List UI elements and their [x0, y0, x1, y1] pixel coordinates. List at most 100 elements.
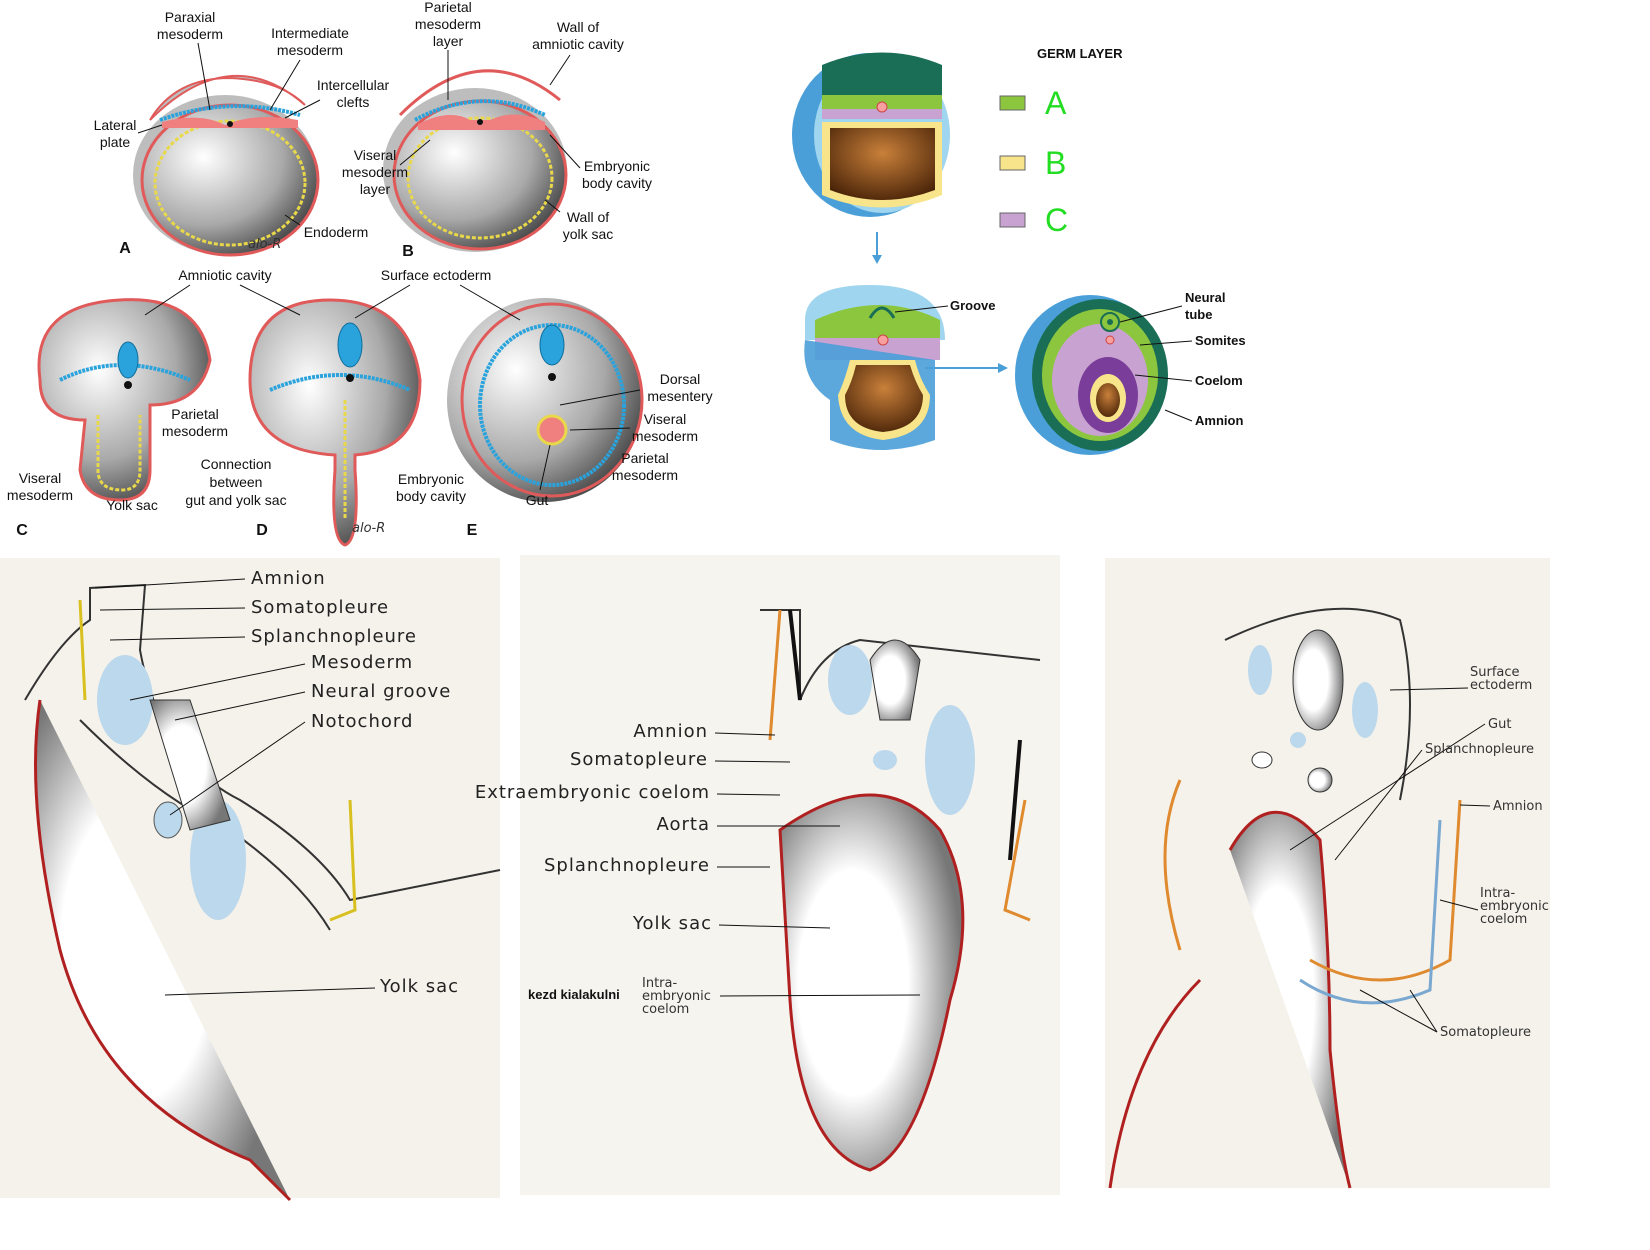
svg-text:Intra-: Intra- [642, 976, 677, 991]
svg-text:Viseral: Viseral [19, 470, 62, 486]
svg-text:Wall of: Wall of [557, 19, 599, 35]
svg-text:Neural: Neural [1185, 290, 1225, 305]
germ-legend: GERM LAYER A B C [999, 46, 1123, 238]
svg-text:C: C [16, 522, 28, 539]
svg-text:Neural groove: Neural groove [311, 681, 451, 702]
svg-text:Somatopleure: Somatopleure [570, 749, 708, 770]
svg-text:Gut: Gut [526, 492, 549, 508]
bottom-left-labels: Amnion Somatopleure Splanchnopleure Meso… [94, 568, 459, 997]
svg-text:body cavity: body cavity [582, 175, 652, 191]
svg-text:Aorta: Aorta [657, 814, 711, 835]
diagram-d [248, 298, 422, 547]
svg-text:Surface ectoderm: Surface ectoderm [381, 267, 492, 283]
svg-text:Parietal: Parietal [424, 0, 471, 15]
svg-text:tube: tube [1185, 307, 1212, 322]
svg-text:B: B [402, 243, 414, 260]
svg-text:Mesoderm: Mesoderm [311, 652, 413, 673]
svg-text:mesoderm: mesoderm [612, 467, 678, 483]
svg-text:Parietal: Parietal [171, 406, 218, 422]
bottom-right-labels: Surface ectoderm Gut Splanchnopleure Amn… [1289, 665, 1549, 1040]
legend-title: GERM LAYER [1037, 46, 1123, 61]
svg-text:Dorsal: Dorsal [660, 371, 700, 387]
svg-text:Amnion: Amnion [1493, 799, 1543, 814]
svg-text:Amniotic cavity: Amniotic cavity [178, 267, 271, 283]
diagram-e [447, 298, 644, 502]
svg-text:Amnion: Amnion [251, 568, 326, 589]
svg-text:Intra-: Intra- [1480, 886, 1515, 901]
svg-text:coelom: coelom [1480, 912, 1527, 927]
germ-layer-diagrams [792, 52, 1168, 455]
svg-text:Yolk sac: Yolk sac [379, 976, 459, 997]
svg-text:Amnion: Amnion [633, 721, 708, 742]
diagram-b [383, 69, 568, 252]
legend-label-c: C [1045, 202, 1068, 238]
svg-text:Somatopleure: Somatopleure [251, 597, 389, 618]
label-paraxial-1: Paraxial [165, 9, 216, 25]
svg-text:Intercellular: Intercellular [317, 77, 390, 93]
svg-text:embryonic: embryonic [1480, 899, 1549, 914]
svg-text:clefts: clefts [337, 94, 370, 110]
svg-text:layer: layer [433, 33, 464, 49]
svg-text:Wall of: Wall of [567, 209, 609, 225]
svg-text:mesoderm: mesoderm [415, 16, 481, 32]
svg-text:Surface: Surface [1470, 665, 1520, 680]
svg-text:layer: layer [360, 181, 391, 197]
svg-text:mesoderm: mesoderm [162, 423, 228, 439]
svg-text:D: D [256, 522, 268, 539]
bottom-right-diagram [1105, 558, 1550, 1189]
svg-text:alo-R: alo-R [352, 521, 385, 536]
svg-text:Intermediate: Intermediate [271, 25, 349, 41]
legend-label-b: B [1045, 145, 1066, 181]
svg-text:Splanchnopleure: Splanchnopleure [1425, 742, 1534, 757]
svg-text:coelom: coelom [642, 1002, 689, 1017]
label-somites: Somites [1195, 333, 1246, 348]
label-paraxial-2: mesoderm [157, 26, 223, 42]
labels-cde: Amniotic cavity Surface ectoderm Parieta… [7, 267, 713, 539]
svg-text:Somatopleure: Somatopleure [1440, 1025, 1531, 1040]
svg-text:mesoderm: mesoderm [7, 487, 73, 503]
svg-text:Yolk sac: Yolk sac [632, 913, 712, 934]
svg-text:between: between [210, 474, 263, 490]
legend-label-a: A [1045, 85, 1067, 121]
svg-text:Extraembryonic coelom: Extraembryonic coelom [475, 782, 710, 803]
svg-text:Viseral: Viseral [644, 411, 687, 427]
svg-text:mesoderm: mesoderm [277, 42, 343, 58]
svg-text:Splanchnopleure: Splanchnopleure [251, 626, 417, 647]
svg-text:ectoderm: ectoderm [1470, 678, 1532, 693]
svg-text:A: A [119, 240, 131, 257]
svg-text:Splanchnopleure: Splanchnopleure [544, 855, 710, 876]
diagram-a [133, 74, 320, 257]
svg-text:Viseral: Viseral [354, 147, 397, 163]
bottom-middle-diagram [520, 555, 1060, 1195]
legend-swatch-b [999, 155, 1026, 171]
svg-text:gut and yolk sac: gut and yolk sac [185, 492, 286, 508]
label-amnion: Amnion [1195, 413, 1243, 428]
svg-text:Embryonic: Embryonic [584, 158, 650, 174]
label-coelom: Coelom [1195, 373, 1243, 388]
svg-text:alo-R: alo-R [248, 237, 281, 252]
svg-text:amniotic cavity: amniotic cavity [532, 36, 624, 52]
labels-ab: Paraxial mesoderm Intermediate mesoderm … [94, 0, 652, 260]
svg-text:mesoderm: mesoderm [342, 164, 408, 180]
svg-text:embryonic: embryonic [642, 989, 711, 1004]
svg-text:Connection: Connection [201, 456, 272, 472]
note-kezd: kezd kialakulni [528, 987, 620, 1002]
svg-text:Endoderm: Endoderm [304, 224, 369, 240]
svg-text:yolk sac: yolk sac [563, 226, 614, 242]
svg-text:mesentery: mesentery [647, 388, 712, 404]
svg-text:mesoderm: mesoderm [632, 428, 698, 444]
svg-text:E: E [467, 522, 478, 539]
label-groove: Groove [950, 298, 996, 313]
svg-text:body cavity: body cavity [396, 488, 466, 504]
svg-text:Embryonic: Embryonic [398, 471, 464, 487]
germ-labels: Groove Neural tube Somites Coelom Amnion [894, 290, 1246, 428]
svg-text:Gut: Gut [1488, 717, 1511, 732]
svg-text:Lateral: Lateral [94, 117, 137, 133]
legend-swatch-c [999, 212, 1026, 228]
bottom-left-diagram [0, 558, 501, 1202]
svg-text:Notochord: Notochord [311, 711, 413, 732]
svg-text:plate: plate [100, 134, 131, 150]
legend-swatch-a [999, 95, 1026, 111]
diagram-c [37, 298, 212, 502]
